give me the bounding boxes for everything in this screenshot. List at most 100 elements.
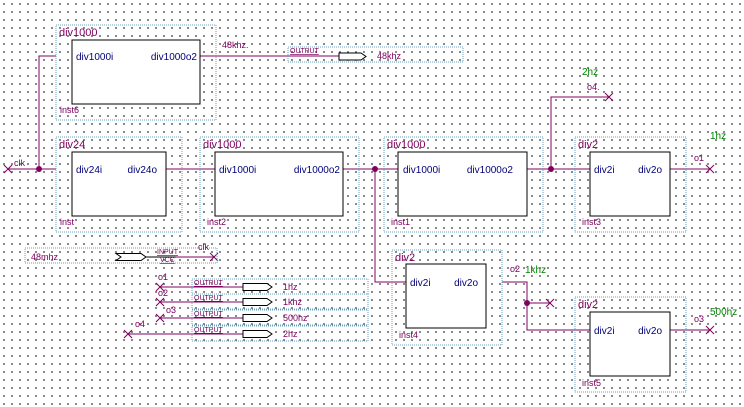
pin-frame bbox=[287, 46, 464, 63]
block-type: div2 bbox=[578, 139, 598, 151]
wire-branch-inst4 bbox=[374, 169, 406, 283]
annotation-500hz: 500hz bbox=[710, 307, 737, 318]
junction-inst1-out bbox=[548, 166, 554, 172]
output-pin-2hz[interactable]: OUTPUT 2hz bbox=[191, 325, 369, 342]
instance-name: inst2 bbox=[207, 217, 226, 227]
output-pin-1khz[interactable]: OUTPUT 1khz bbox=[191, 293, 369, 310]
block-inst6[interactable]: div1000 div1000i div1000o2 inst6 bbox=[55, 24, 217, 121]
net-label-clk: clk bbox=[14, 158, 25, 168]
output-port-label: div2o bbox=[638, 165, 662, 176]
pin-name: 500hz bbox=[283, 313, 308, 323]
net-label-o3: o3 bbox=[694, 314, 704, 324]
pin-name: 1hz bbox=[283, 282, 298, 292]
marker-o1 bbox=[705, 164, 715, 174]
block-inst2[interactable]: div1000 div1000i div1000o2 inst2 bbox=[199, 136, 360, 233]
output-arrow-icon bbox=[242, 314, 273, 322]
pin-keyword: OUTPUT bbox=[194, 280, 224, 287]
block-body bbox=[397, 151, 528, 217]
net-label-o4-tap: o4. bbox=[587, 82, 600, 92]
instance-name: inst1 bbox=[391, 217, 410, 227]
block-frame bbox=[55, 136, 183, 233]
block-body bbox=[405, 263, 487, 329]
marker-clk bbox=[3, 164, 13, 174]
input-port-label: div1000i bbox=[219, 165, 256, 176]
instance-name: inst6 bbox=[60, 105, 79, 115]
net-label-2hz: o4 bbox=[135, 319, 145, 329]
net-label-o1: o1 bbox=[694, 153, 704, 163]
input-pin-48mhz[interactable]: 48mhz INPUT VCC bbox=[24, 247, 218, 264]
block-inst1[interactable]: div1000 div1000i div1000o2 inst1 bbox=[383, 136, 544, 233]
annotation-1hz: 1hz bbox=[710, 131, 726, 142]
output-port-label: div1000o2 bbox=[467, 165, 514, 176]
block-frame bbox=[55, 24, 217, 121]
pin-frame bbox=[191, 325, 369, 342]
block-type: div24 bbox=[59, 139, 85, 151]
wire-clk-up bbox=[38, 55, 56, 169]
input-port-label: div1000i bbox=[403, 165, 440, 176]
block-frame bbox=[199, 136, 360, 233]
pin-name: 48khz bbox=[377, 51, 402, 61]
output-port-label: div2o bbox=[638, 326, 662, 337]
output-pin-500hz[interactable]: OUTPUT 500hz bbox=[191, 309, 369, 326]
marker-500hz bbox=[155, 313, 165, 323]
marker-1khz bbox=[155, 297, 165, 307]
block-type: div2 bbox=[395, 252, 415, 264]
annotation-1khz: 1khz bbox=[525, 265, 546, 276]
pin-frame bbox=[191, 293, 369, 310]
instance-name: inst5 bbox=[582, 378, 601, 388]
block-body bbox=[71, 151, 167, 217]
pin-frame bbox=[191, 309, 369, 326]
pin-keyword: OUTPUT bbox=[194, 327, 224, 334]
output-arrow-icon bbox=[242, 283, 273, 291]
block-body bbox=[71, 39, 201, 105]
input-port-label: div2i bbox=[410, 278, 431, 289]
block-inst3[interactable]: div2 div2i div2o inst3 bbox=[574, 136, 687, 233]
junction-inst2-out bbox=[372, 166, 378, 172]
output-port-label: div2o bbox=[454, 278, 478, 289]
net-label-500hz: o3 bbox=[166, 305, 176, 315]
net-label-48khz: 48khz. bbox=[222, 40, 249, 50]
marker-2hz bbox=[123, 329, 133, 339]
block-body bbox=[589, 311, 671, 377]
junction-inst4-out bbox=[524, 300, 530, 306]
block-inst[interactable]: div24 div24i div24o inst bbox=[55, 136, 183, 233]
output-arrow-icon bbox=[242, 330, 273, 338]
instance-name: inst bbox=[60, 217, 75, 227]
wire-o4-tap bbox=[550, 96, 610, 169]
net-label-1hz: o1 bbox=[158, 272, 168, 282]
pin-name: 1khz bbox=[283, 297, 303, 307]
input-port-label: div24i bbox=[76, 165, 102, 176]
block-frame bbox=[574, 136, 687, 233]
block-inst4[interactable]: div2 div2i div2o inst4 bbox=[391, 249, 503, 346]
block-body bbox=[589, 151, 671, 217]
output-arrow-icon bbox=[338, 52, 367, 61]
marker-o4 bbox=[604, 92, 614, 102]
output-arrow-icon bbox=[242, 298, 273, 306]
pin-keyword: INPUT bbox=[157, 249, 179, 256]
output-port-label: div1000o2 bbox=[294, 165, 341, 176]
marker-o2 bbox=[545, 298, 555, 308]
pin-keyword: OUTPUT bbox=[194, 311, 224, 318]
pin-frame bbox=[24, 247, 218, 264]
pin-sublabel: VCC bbox=[160, 257, 175, 264]
input-port-label: div2i bbox=[594, 165, 615, 176]
pin-name: 2hz bbox=[283, 329, 298, 339]
net-end-markers bbox=[3, 92, 715, 339]
instance-name: inst4 bbox=[399, 330, 418, 340]
wire-o2 bbox=[502, 281, 551, 304]
instance-name: inst3 bbox=[582, 217, 601, 227]
marker-1hz bbox=[155, 282, 165, 292]
pin-keyword: OUTPUT bbox=[290, 48, 320, 55]
output-pin-48khz[interactable]: OUTPUT 48khz bbox=[287, 46, 464, 63]
block-frame bbox=[391, 249, 503, 346]
block-inst5[interactable]: div2 div2i div2o inst5 bbox=[574, 296, 687, 393]
annotation-2hz: 2hz bbox=[582, 67, 598, 78]
input-port-label: div1000i bbox=[76, 52, 113, 63]
net-label-o2: o2 bbox=[510, 264, 520, 274]
pin-name: 48mhz bbox=[31, 252, 59, 262]
block-body bbox=[214, 151, 344, 217]
output-pin-1hz[interactable]: OUTPUT 1hz bbox=[191, 278, 369, 295]
block-type: div2 bbox=[578, 299, 598, 311]
pin-keyword: OUTPUT bbox=[194, 295, 224, 302]
